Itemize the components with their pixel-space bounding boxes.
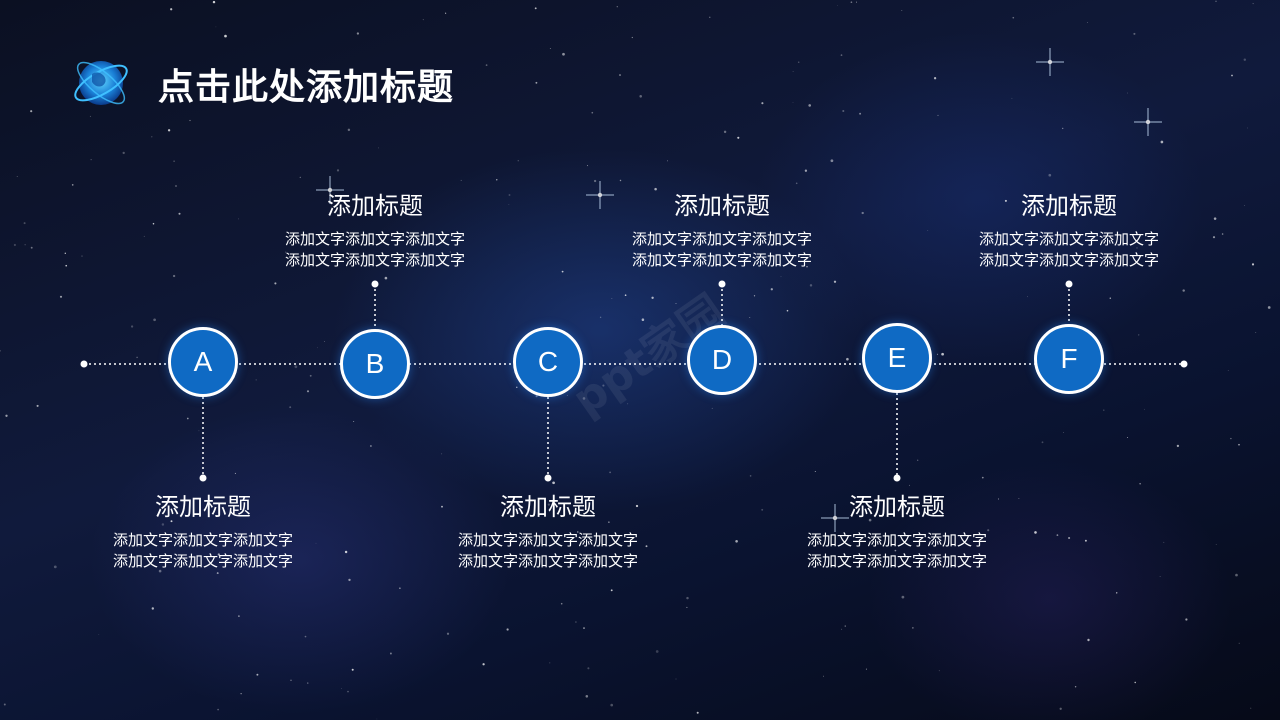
milestone-desc-c-1[interactable]: 添加文字添加文字添加文字 [457, 531, 638, 549]
connector-dot-d [718, 280, 726, 288]
connector-dot-b [371, 280, 379, 288]
timeline-start-dot [80, 360, 88, 368]
milestone-title-e[interactable]: 添加标题 [849, 493, 945, 521]
milestone-node-b[interactable]: B [340, 329, 410, 399]
milestone-desc-a-2[interactable]: 添加文字添加文字添加文字 [112, 552, 293, 570]
milestone-title-c[interactable]: 添加标题 [500, 493, 596, 521]
milestone-desc-b-1[interactable]: 添加文字添加文字添加文字 [284, 230, 465, 248]
milestone-title-d[interactable]: 添加标题 [674, 192, 770, 220]
connector-dot-f [1065, 280, 1073, 288]
milestone-node-c[interactable]: C [513, 327, 583, 397]
milestone-node-f[interactable]: F [1034, 324, 1104, 394]
connector-dot-c [544, 474, 552, 482]
milestone-desc-a-1[interactable]: 添加文字添加文字添加文字 [112, 531, 293, 549]
milestone-desc-d-1[interactable]: 添加文字添加文字添加文字 [631, 230, 812, 248]
timeline-end-dot [1180, 360, 1188, 368]
milestone-desc-e-2[interactable]: 添加文字添加文字添加文字 [806, 552, 987, 570]
milestone-desc-d-2[interactable]: 添加文字添加文字添加文字 [631, 251, 812, 269]
globe-orbit-icon [74, 61, 128, 105]
connector-dot-e [893, 474, 901, 482]
milestone-title-f[interactable]: 添加标题 [1021, 192, 1117, 220]
milestone-desc-f-1[interactable]: 添加文字添加文字添加文字 [978, 230, 1159, 248]
slide-title[interactable]: 点击此处添加标题 [158, 67, 455, 108]
milestone-desc-b-2[interactable]: 添加文字添加文字添加文字 [284, 251, 465, 269]
milestone-desc-f-2[interactable]: 添加文字添加文字添加文字 [978, 251, 1159, 269]
milestone-title-a[interactable]: 添加标题 [155, 493, 251, 521]
milestone-node-d[interactable]: D [687, 325, 757, 395]
milestone-title-b[interactable]: 添加标题 [327, 192, 423, 220]
milestone-desc-c-2[interactable]: 添加文字添加文字添加文字 [457, 552, 638, 570]
milestone-node-e[interactable]: E [862, 323, 932, 393]
connector-dot-a [199, 474, 207, 482]
milestone-node-a[interactable]: A [168, 327, 238, 397]
milestone-desc-e-1[interactable]: 添加文字添加文字添加文字 [806, 531, 987, 549]
